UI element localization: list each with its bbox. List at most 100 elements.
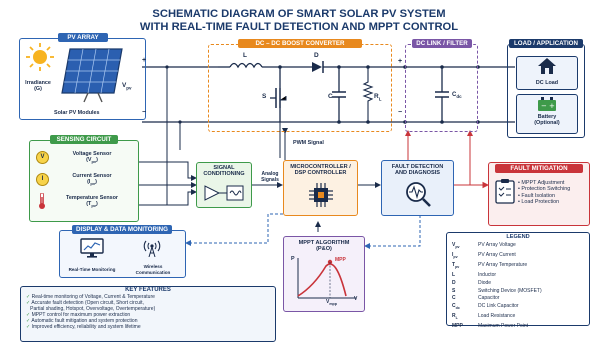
- key-features-list: ✓ Real-time monitoring of Voltage, Curre…: [26, 294, 274, 331]
- mitigation-item: • Protection Switching: [518, 186, 571, 193]
- boost-minus: −: [398, 109, 403, 116]
- legend-symbol: S: [452, 287, 456, 294]
- switch-label: S: [262, 93, 267, 100]
- dc-link-panel: [405, 44, 478, 132]
- fault-mitigation-header: FAULT MITIGATION: [495, 164, 583, 173]
- legend-row: Cdc DC Link Capacitor: [452, 303, 588, 313]
- legend-description: PV Array Temperature: [478, 261, 528, 268]
- mppt-mpp-label: MPP: [335, 257, 346, 263]
- waveform-magnifier-icon: [405, 181, 431, 212]
- legend-row: MPP Maximum Power Point: [452, 323, 588, 331]
- current-sensor-label: Current Sensor(Ipv): [72, 173, 112, 187]
- mitigation-item: • Fault Isolation: [518, 192, 555, 199]
- legend-panel: [446, 232, 590, 326]
- legend-description: DC Link Capacitor: [478, 303, 519, 310]
- mppt-algorithm-panel: [283, 236, 365, 312]
- pv-array-header: PV ARRAY: [58, 33, 108, 42]
- capacitor-label: C: [328, 93, 333, 100]
- legend-description: PV Array Current: [478, 251, 516, 258]
- boost-converter-header: DC – DC BOOST CONVERTER: [238, 39, 362, 48]
- mitigation-item: • Load Protection: [518, 199, 560, 206]
- pv-minus: −: [142, 109, 147, 116]
- legend-row: C Capacitor: [452, 295, 588, 303]
- legend-symbol: Vpv: [452, 242, 460, 249]
- legend-description: Diode: [478, 279, 492, 286]
- legend-row: L Inductor: [452, 272, 588, 280]
- legend-description: PV Array Voltage: [478, 242, 516, 248]
- clipboard-check-icon: [495, 178, 515, 209]
- legend-header: LEGEND: [506, 234, 530, 240]
- legend-row: S Switching Device (MOSFET): [452, 288, 588, 296]
- dc-load-label: DC Load: [535, 80, 559, 86]
- legend-description: Switching Device (MOSFET): [478, 287, 542, 294]
- display-monitoring-header: DISPLAY & DATA MONITORING: [72, 225, 172, 234]
- chip-icon: [309, 183, 333, 212]
- legend-symbol: RL: [452, 313, 458, 321]
- temperature-sensor-label: Temperature Sensor(Tpv): [65, 195, 119, 209]
- pv-plus: +: [142, 57, 147, 64]
- mitigation-list: • MPPT Adjustment • Protection Switching…: [518, 180, 590, 206]
- load-header: LOAD / APPLICATION: [509, 39, 583, 48]
- mppt-vmpp-label: Vmpp: [326, 299, 337, 306]
- feature-item: Partial shading, Hotspot, Overvoltage, O…: [30, 306, 156, 313]
- sun-icon: [25, 42, 55, 77]
- cdc-label: Cdc: [452, 92, 462, 100]
- monitor-chart-icon: [80, 238, 104, 263]
- legend-symbol: Cdc: [452, 303, 460, 311]
- legend-row: D Diode: [452, 280, 588, 288]
- pv-caption: Solar PV Modules: [54, 110, 100, 116]
- legend-description: Capacitor: [478, 295, 500, 302]
- realtime-monitoring-label: Real-Time Monitoring: [68, 267, 116, 272]
- wireless-tower-icon: [142, 237, 162, 262]
- house-icon: [538, 58, 556, 79]
- vpv-label: Vpv: [122, 82, 132, 91]
- svg-text:−: −: [541, 102, 547, 110]
- legend-row: Ipv PV Array Current: [452, 252, 588, 262]
- legend-description: Load Resistance: [478, 313, 516, 320]
- svg-text:+: +: [549, 102, 555, 110]
- display-monitoring-panel: [59, 230, 186, 278]
- microcontroller-label: MICROCONTROLLER /DSP CONTROLLER: [290, 164, 351, 177]
- boost-plus: +: [398, 58, 403, 65]
- legend-symbol: C: [452, 295, 456, 302]
- legend-row: RL Load Resistance: [452, 313, 588, 323]
- legend-description: Maximum Power Point: [478, 323, 529, 330]
- dc-link-header: DC LINK / FILTER: [412, 39, 472, 48]
- voltage-sensor-icon: V: [36, 151, 49, 164]
- battery-label: Battery(Optional): [534, 114, 560, 127]
- feature-item: ✓ Automatic fault mitigation and system …: [26, 318, 138, 325]
- load-resistor-label: RL: [374, 93, 382, 102]
- feature-item: ✓ Accurate fault detection (Open circuit…: [26, 300, 144, 307]
- feature-item: ✓ Real-time monitoring of Voltage, Curre…: [26, 294, 155, 300]
- legend-symbol: MPP: [452, 323, 463, 330]
- amplifier-filter-icon: [203, 184, 245, 207]
- mppt-v-axis-label: V: [354, 296, 358, 302]
- voltage-sensor-label: Voltage Sensor(Vpv): [72, 151, 112, 165]
- current-sensor-icon: I: [36, 173, 49, 186]
- feature-item: ✓ MPPT control for maximum power extract…: [26, 312, 131, 319]
- diagram-title-line1: SCHEMATIC DIAGRAM OF SMART SOLAR PV SYST…: [152, 8, 446, 20]
- key-features-header: KEY FEATURES: [125, 287, 171, 293]
- mppt-algorithm-label: MPPT ALGORITHM(P&O): [298, 240, 350, 253]
- mppt-p-axis-label: P: [291, 256, 295, 262]
- sensing-circuit-header: SENSING CIRCUIT: [50, 135, 118, 144]
- legend-description: Inductor: [478, 271, 497, 278]
- battery-icon: − +: [538, 97, 556, 116]
- boost-converter-panel: [208, 44, 392, 132]
- irradiance-label: Irradiance(G): [25, 80, 51, 93]
- solar-panel-icon: [60, 47, 124, 108]
- legend-symbol: D: [452, 279, 456, 286]
- legend-symbol: L: [452, 271, 456, 278]
- pwm-signal-label: PWM Signal: [293, 140, 324, 146]
- feature-item: ✓ Improved efficiency, reliability and s…: [26, 324, 141, 331]
- mitigation-item: • MPPT Adjustment: [518, 180, 565, 186]
- legend-symbol: Ipv: [452, 251, 458, 259]
- pv-curve-plot: [290, 256, 360, 313]
- legend-symbol: Tpv: [452, 261, 460, 269]
